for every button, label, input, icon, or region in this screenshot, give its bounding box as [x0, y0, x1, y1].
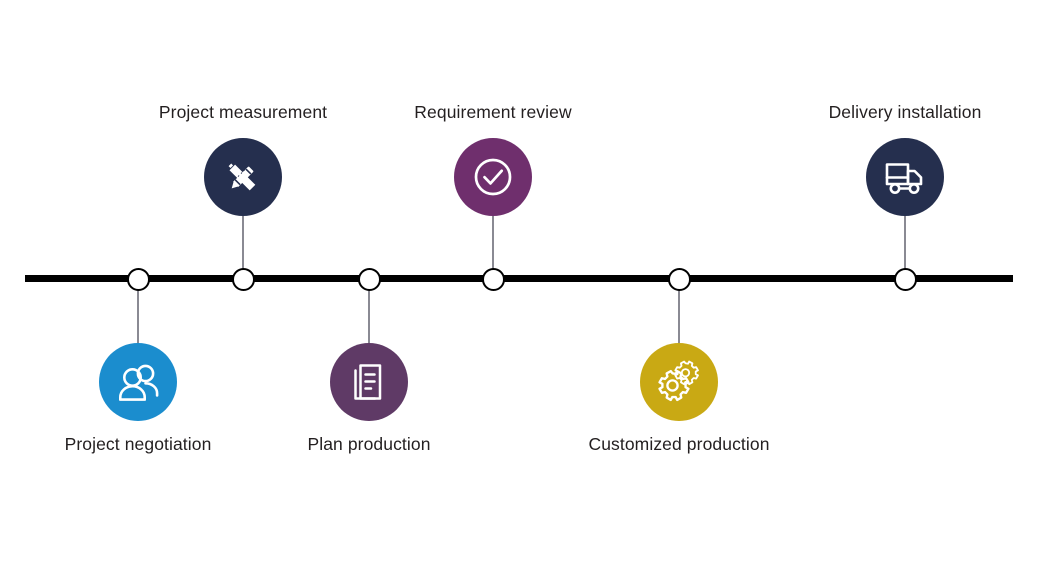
- icon-disc-step-4[interactable]: [454, 138, 532, 216]
- gears-icon: [654, 358, 704, 406]
- step-label-6: Delivery installation: [828, 102, 982, 122]
- check-circle-icon: [469, 153, 517, 201]
- connector-step-6: [904, 216, 906, 278]
- step-label-2: Project measurement: [158, 102, 328, 122]
- connector-step-2: [242, 216, 244, 278]
- ruler-pencil-icon: [219, 153, 267, 201]
- icon-disc-step-5[interactable]: [640, 343, 718, 421]
- connector-step-1: [137, 282, 139, 344]
- people-group-icon: [115, 361, 161, 403]
- step-label-3: Plan production: [307, 434, 431, 454]
- step-label-1: Project negotiation: [64, 434, 212, 454]
- step-label-5: Customized production: [588, 434, 770, 454]
- connector-step-4: [492, 216, 494, 278]
- node-marker-step-5[interactable]: [667, 267, 691, 291]
- icon-disc-step-6[interactable]: [866, 138, 944, 216]
- connector-step-5: [678, 282, 680, 344]
- icon-disc-step-2[interactable]: [204, 138, 282, 216]
- node-marker-step-4[interactable]: [481, 267, 505, 291]
- node-marker-step-1[interactable]: [126, 267, 150, 291]
- step-label-4: Requirement review: [414, 102, 572, 122]
- connector-step-3: [368, 282, 370, 344]
- node-marker-step-6[interactable]: [893, 267, 917, 291]
- icon-disc-step-1[interactable]: [99, 343, 177, 421]
- documents-icon: [348, 360, 390, 404]
- node-marker-step-2[interactable]: [231, 267, 255, 291]
- icon-disc-step-3[interactable]: [330, 343, 408, 421]
- timeline-axis: [25, 275, 1013, 282]
- node-marker-step-3[interactable]: [357, 267, 381, 291]
- truck-icon: [882, 156, 928, 198]
